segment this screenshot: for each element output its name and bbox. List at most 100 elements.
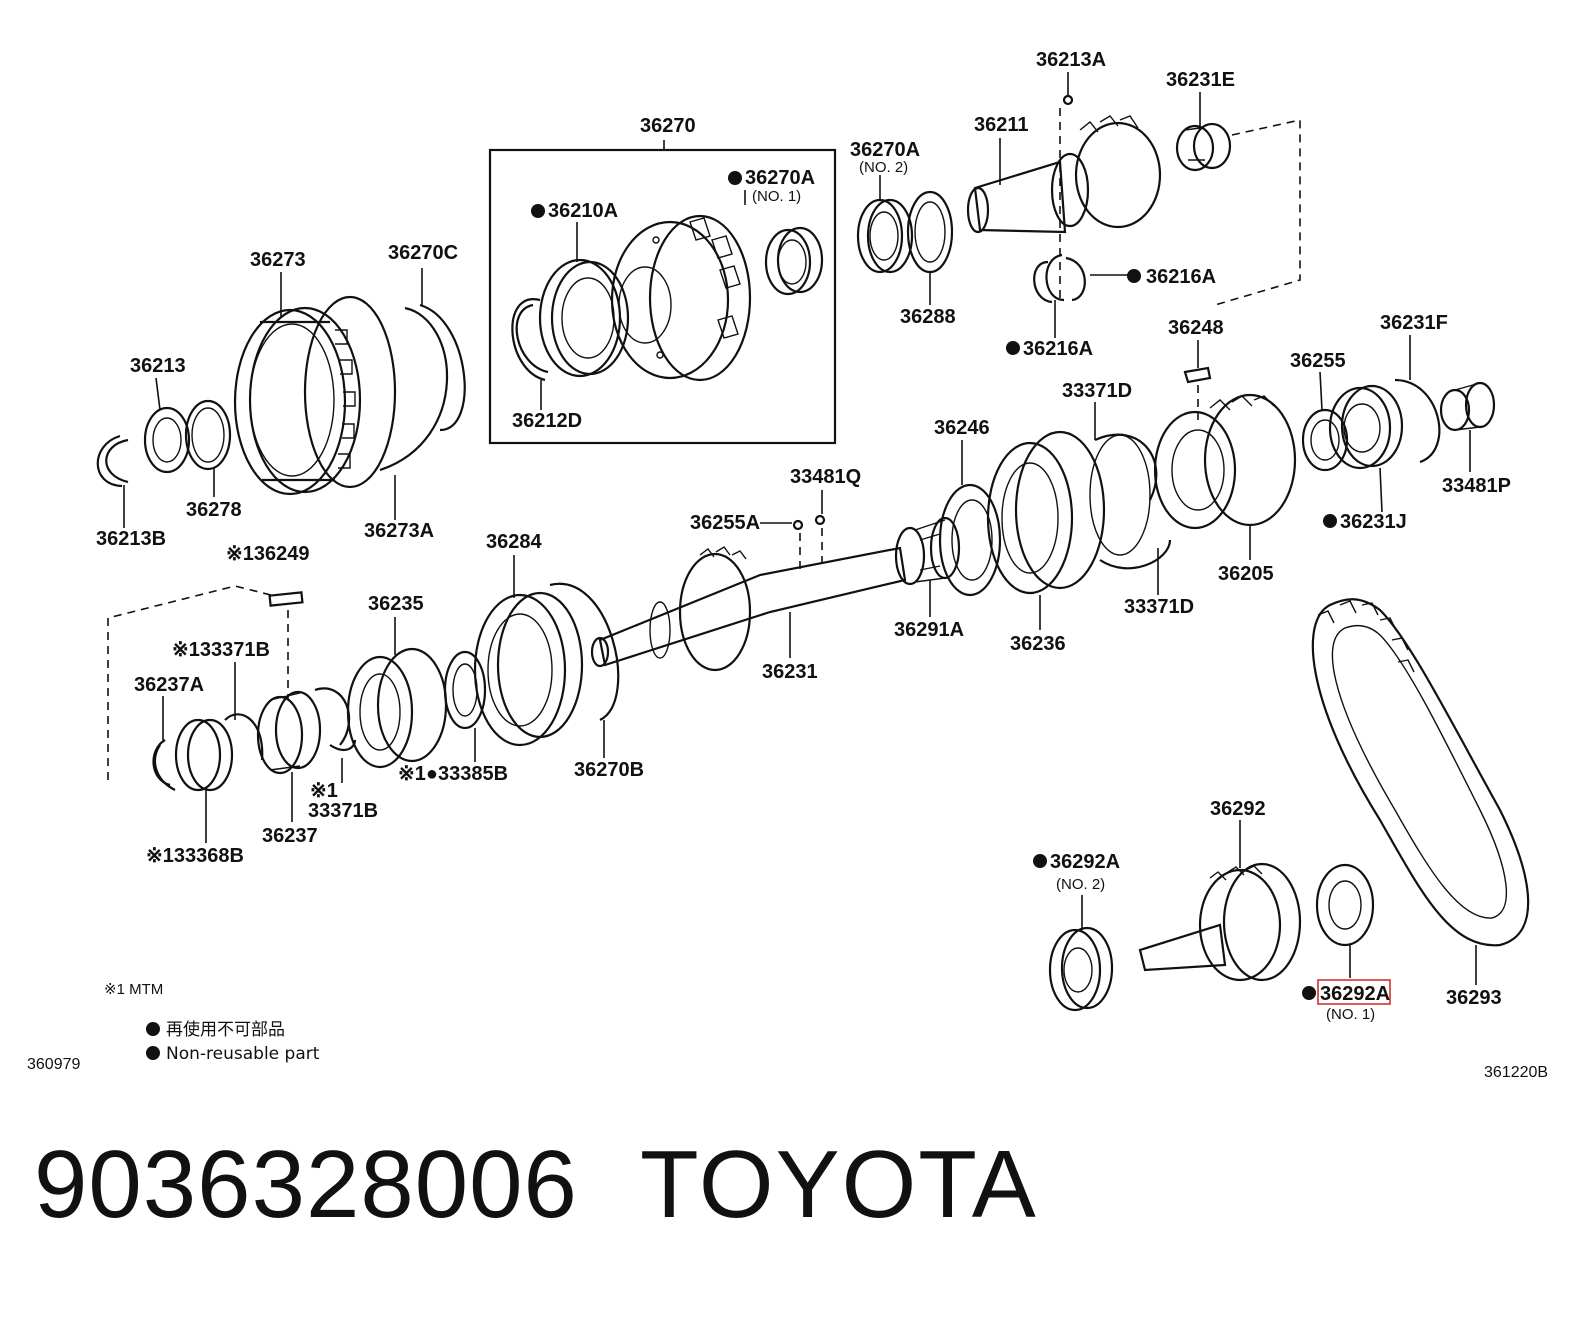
ball-36255A [792, 519, 804, 531]
label-36248: 36248 [1168, 317, 1224, 339]
non-reusable-markers [531, 171, 1337, 1000]
label-36231F: 36231F [1380, 312, 1448, 334]
label-33385B: ※1●33385B [398, 763, 508, 785]
label-36292A-no2: 36292A [1050, 851, 1120, 873]
bearing-36292A-no2 [1048, 926, 1114, 1012]
footer-brand: TOYOTA [640, 1131, 1038, 1238]
label-36270: 36270 [640, 115, 696, 137]
label-36284: 36284 [486, 531, 542, 553]
gear-36205 [1153, 393, 1297, 530]
label-36278: 36278 [186, 499, 242, 521]
gear-36235 [346, 647, 448, 769]
bearing-36292A-no1 [1315, 863, 1375, 947]
label-36211: 36211 [974, 114, 1029, 136]
label-33371B-mark: ※1 [310, 780, 338, 802]
ring-33368B [174, 718, 234, 792]
hub-36237 [256, 690, 322, 775]
bearing-36270A-no2 [856, 198, 914, 274]
label-36270A-no2-sub: (NO. 2) [859, 159, 908, 176]
snap-ring-33371B-top [224, 713, 264, 761]
label-36205: 36205 [1218, 563, 1274, 585]
label-36216A-right: 36216A [1146, 266, 1216, 288]
label-36231: 36231 [762, 661, 818, 683]
snap-ring-36212D [511, 298, 549, 382]
label-36270A-no1: 36270A [745, 167, 815, 189]
bearing-36270A-no1 [764, 226, 824, 296]
label-36273: 36273 [250, 249, 306, 271]
label-33368B: ※133368B [146, 845, 244, 867]
label-36213: 36213 [130, 355, 186, 377]
label-36291A: 36291A [894, 619, 964, 641]
bearing-36231E [1175, 122, 1232, 172]
bearing-33481P [1439, 381, 1496, 432]
dashed-outline-upper-right [1214, 119, 1301, 306]
label-36255A: 36255A [690, 512, 760, 534]
snap-rings-33371D [1089, 433, 1172, 570]
legend-non-reusable-jp: 再使用不可部品 [166, 1019, 285, 1040]
label-36249: ※136249 [226, 543, 310, 565]
label-36292: 36292 [1210, 798, 1266, 820]
diagram-code-right: 361220B [1484, 1064, 1548, 1081]
label-33481P: 33481P [1442, 475, 1511, 497]
footer-part-number: 9036328006 [34, 1131, 578, 1238]
label-33481Q: 33481Q [790, 466, 861, 488]
dashed-outline-lower-left [107, 585, 276, 780]
group-box-36270 [488, 148, 837, 445]
legend-dot-en [146, 1046, 160, 1060]
snap-ring-36213B [96, 434, 129, 488]
washer-36255 [1301, 408, 1349, 472]
key-36248 [1183, 366, 1212, 384]
snap-ring-36270B [549, 582, 620, 721]
label-36212D: 36212D [512, 410, 582, 432]
label-36236: 36236 [1010, 633, 1066, 655]
carrier-36270 [610, 214, 752, 382]
label-36213B: 36213B [96, 528, 166, 550]
washer-36278 [184, 399, 232, 471]
label-36210A: 36210A [548, 200, 618, 222]
gear-36284 [473, 591, 584, 747]
legend-non-reusable-en: Non-reusable part [166, 1044, 320, 1064]
legend-mtm-note: ※1 MTM [104, 981, 163, 998]
bearing-36231J [1328, 384, 1404, 470]
diagram-code-left: 360979 [27, 1056, 80, 1073]
label-33371D-bottom: 33371D [1124, 596, 1194, 618]
gear-shaft-36292 [1138, 862, 1302, 982]
snap-ring-33371B [314, 687, 357, 752]
label-36255: 36255 [1290, 350, 1346, 372]
label-36288: 36288 [900, 306, 956, 328]
label-36292A-no2-sub: (NO. 2) [1056, 876, 1105, 893]
label-36216A-bottom: 36216A [1023, 338, 1093, 360]
label-36237A: 36237A [134, 674, 204, 696]
label-36273A: 36273A [364, 520, 434, 542]
sleeve-36236 [986, 430, 1106, 595]
ring-36273-outer [303, 295, 397, 489]
label-36231J: 36231J [1340, 511, 1407, 533]
label-36237: 36237 [262, 825, 318, 847]
label-36270A-no2: 36270A [850, 139, 920, 161]
legend-dot-jp [146, 1022, 160, 1036]
washer-36213 [143, 406, 191, 474]
bearing-33385B [443, 650, 487, 730]
label-36292A-no1: 36292A [1320, 983, 1390, 1005]
label-36293: 36293 [1446, 987, 1502, 1009]
key-36249 [268, 591, 304, 607]
main-shaft-36231 [590, 546, 907, 672]
snap-rings-36216A [1033, 253, 1086, 304]
highlight-box-36292A [1317, 979, 1391, 1005]
snap-ring-36237A [152, 739, 176, 791]
label-36235: 36235 [368, 593, 424, 615]
snap-ring-36231F [1394, 378, 1441, 464]
label-33371B-top: ※133371B [172, 639, 270, 661]
label-36270C: 36270C [388, 242, 458, 264]
gear-shaft-36211 [966, 115, 1162, 234]
needle-bearing-36291A [894, 516, 961, 586]
label-36231E: 36231E [1166, 69, 1235, 91]
washer-36288 [906, 190, 954, 274]
chain-36293 [1311, 598, 1530, 947]
label-33371B: 33371B [308, 800, 378, 822]
ball-33481Q [814, 514, 826, 526]
leader-lines [123, 72, 1477, 985]
label-36246: 36246 [934, 417, 990, 439]
plug-36213A [1062, 94, 1074, 106]
